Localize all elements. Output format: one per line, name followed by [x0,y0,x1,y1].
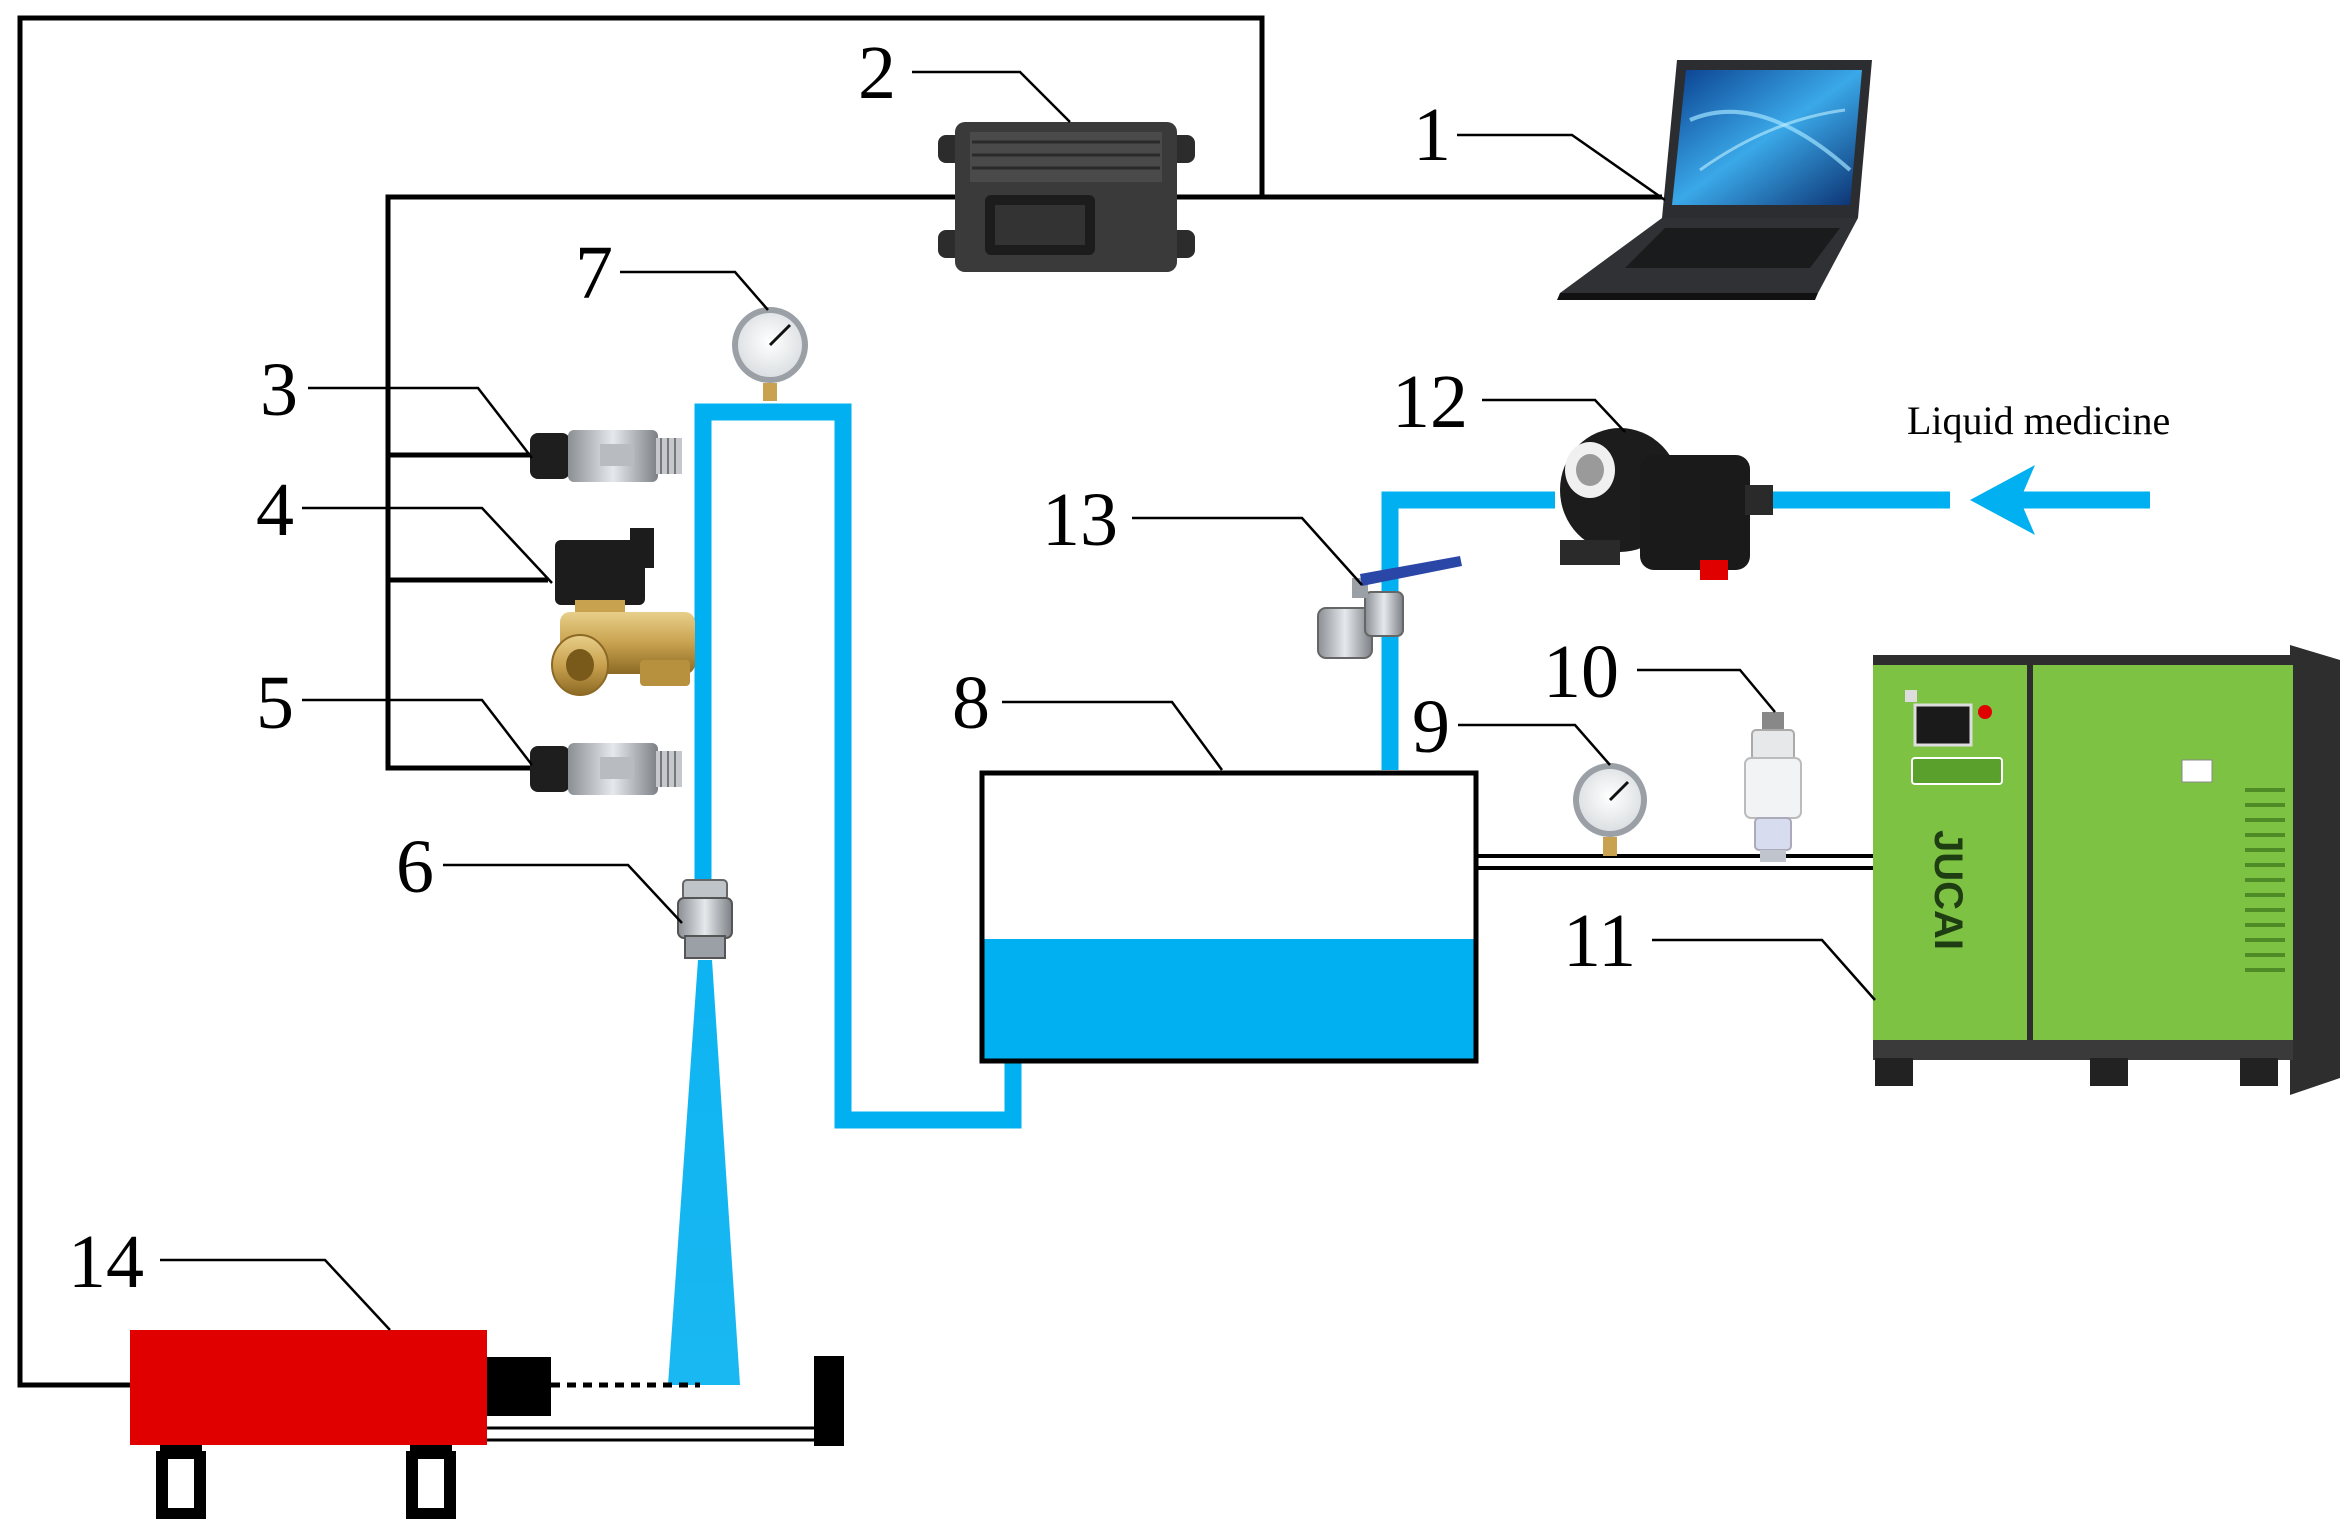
label-3: 3 [260,348,298,432]
spray-cone [668,960,740,1385]
pressure-sensor-5 [530,743,682,795]
pressure-gauge-9 [1573,763,1647,856]
label-10: 10 [1543,630,1619,714]
inflow-arrow [1970,465,2150,535]
label-14: 14 [68,1220,144,1304]
ball-valve [1317,556,1462,659]
controller-ecu [938,122,1195,272]
pressure-gauge-7 [732,307,808,401]
label-6: 6 [396,825,434,909]
air-compressor: JUCAI [1873,645,2340,1095]
liquid-pipes [694,403,1950,1129]
moving-carriage [130,1330,844,1519]
pressure-sensor-3 [530,430,682,482]
compressor-brand: JUCAI [1926,830,1970,950]
label-2: 2 [858,31,896,115]
solenoid-valve [551,528,695,696]
diaphragm-pump [1560,428,1773,580]
air-line [1478,854,1878,870]
leader-lines [160,70,1876,1331]
label-12: 12 [1392,360,1468,444]
label-5: 5 [256,661,294,745]
liquid-tank [979,770,1479,1064]
laptop [1557,60,1872,300]
liquid-medicine-label: Liquid medicine [1907,398,2170,443]
label-7: 7 [575,231,613,315]
label-1: 1 [1413,93,1451,177]
label-9: 9 [1412,685,1450,769]
label-8: 8 [952,661,990,745]
pressure-regulator [1744,712,1802,862]
component-numbers: 1 2 3 4 5 6 7 8 9 10 11 12 13 14 [68,31,1636,1304]
label-13: 13 [1042,478,1118,562]
label-11: 11 [1563,899,1636,983]
label-4: 4 [256,468,294,552]
nozzle [677,879,733,959]
